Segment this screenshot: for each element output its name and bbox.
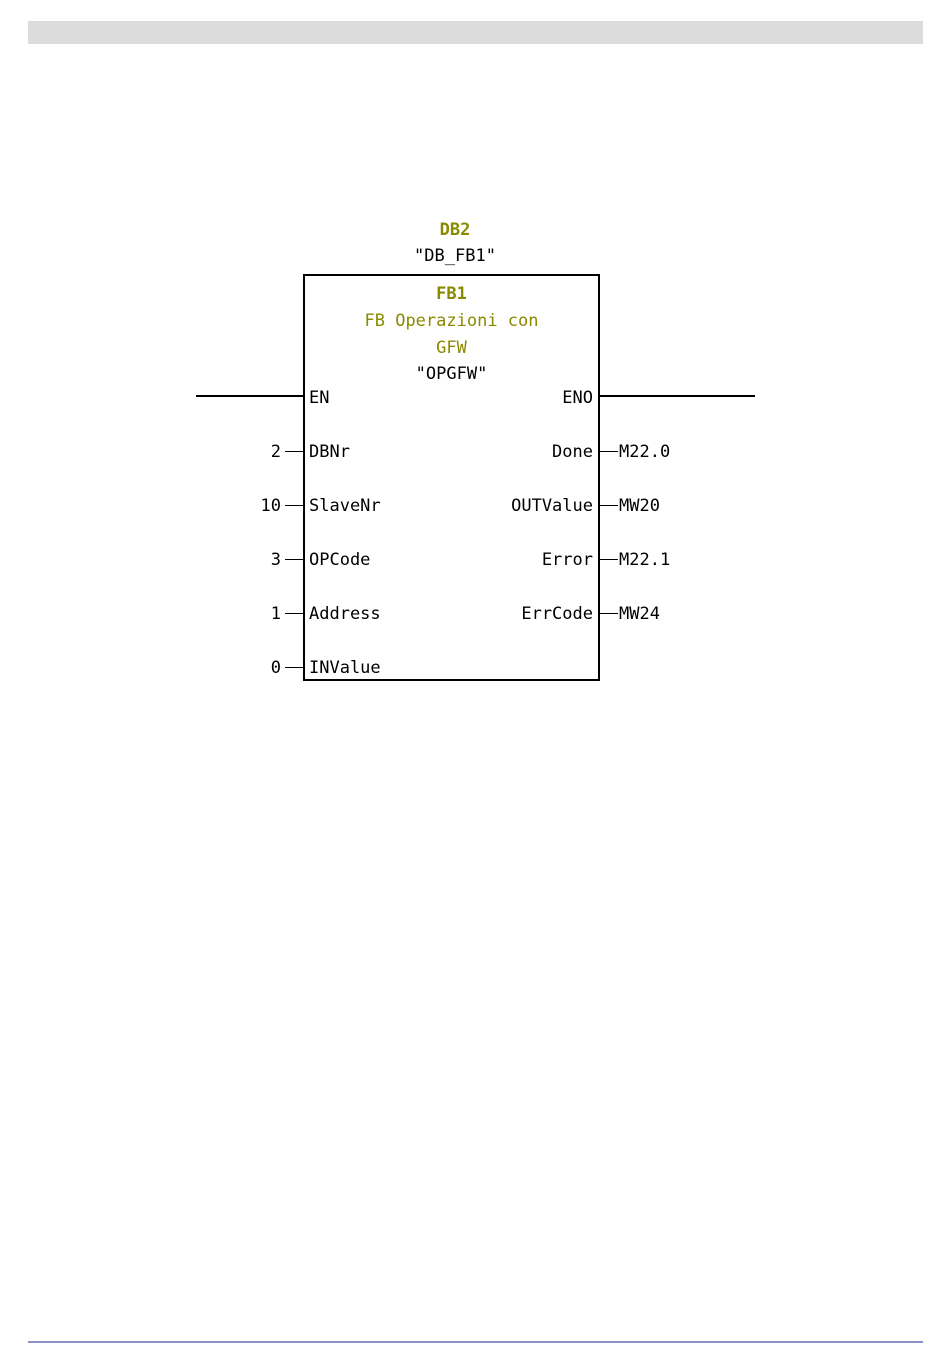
input-wire (285, 613, 303, 614)
eno-power-line (600, 395, 755, 397)
output-value: MW20 (619, 496, 660, 516)
output-param-label: ErrCode (440, 604, 593, 624)
input-param-label: DBNr (309, 442, 350, 462)
output-value: M22.0 (619, 442, 670, 462)
eno-pin-label: ENO (500, 388, 593, 408)
output-wire (600, 613, 618, 614)
input-wire (285, 667, 303, 668)
fb-comment-line2: GFW (303, 338, 600, 358)
input-wire (285, 559, 303, 560)
output-param-label: Done (440, 442, 593, 462)
output-wire (600, 451, 618, 452)
page-header-bar (28, 21, 923, 44)
output-value: MW24 (619, 604, 660, 624)
output-value: M22.1 (619, 550, 670, 570)
en-pin-label: EN (309, 388, 329, 408)
input-wire (285, 451, 303, 452)
fb-comment-line1: FB Operazioni con (303, 311, 600, 331)
en-power-line (196, 395, 303, 397)
input-value: 0 (200, 658, 281, 678)
input-param-label: Address (309, 604, 381, 624)
input-value: 2 (200, 442, 281, 462)
fb-symbol: "OPGFW" (303, 364, 600, 384)
input-param-label: OPCode (309, 550, 370, 570)
instance-db-symbol: "DB_FB1" (355, 246, 555, 266)
input-param-label: SlaveNr (309, 496, 381, 516)
input-value: 1 (200, 604, 281, 624)
output-param-label: Error (440, 550, 593, 570)
output-wire (600, 505, 618, 506)
input-value: 3 (200, 550, 281, 570)
input-value: 10 (200, 496, 281, 516)
input-wire (285, 505, 303, 506)
output-wire (600, 559, 618, 560)
output-param-label: OUTValue (440, 496, 593, 516)
page-footer-rule (28, 1341, 923, 1343)
fb-number: FB1 (303, 284, 600, 304)
input-param-label: INValue (309, 658, 381, 678)
instance-db-number: DB2 (355, 220, 555, 240)
